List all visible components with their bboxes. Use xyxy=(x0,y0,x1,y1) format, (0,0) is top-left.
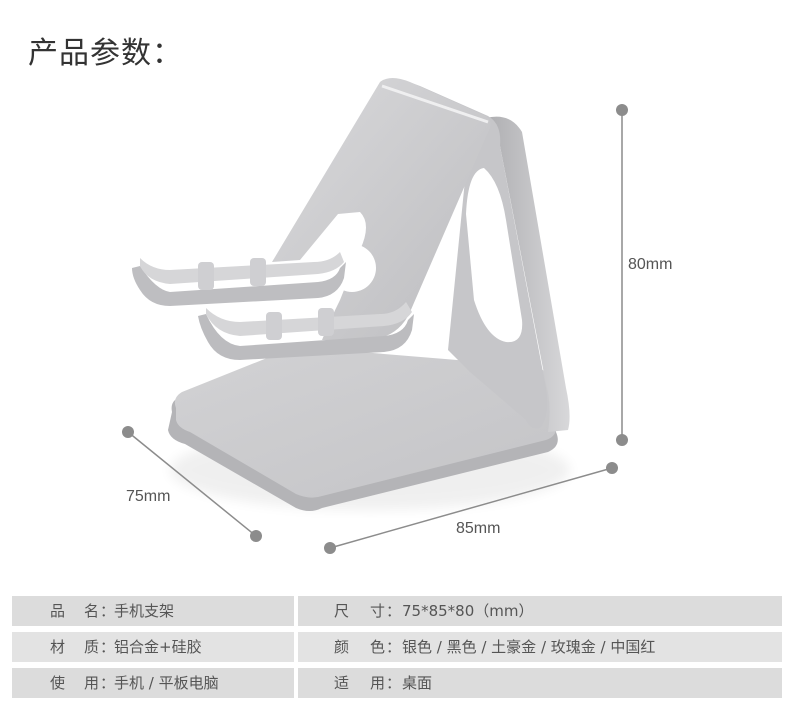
dimension-height-label: 80mm xyxy=(628,256,673,273)
spec-cell-size: 尺 寸 ： 75*85*80（mm） xyxy=(298,596,782,626)
dimension-depth-label: 75mm xyxy=(126,488,171,505)
dimension-depth xyxy=(122,426,262,542)
spec-value: 银色 / 黑色 / 土豪金 / 玫瑰金 / 中国红 xyxy=(402,638,656,656)
spec-row: 材 质 ： 铝合金+硅胶 颜 色 ： 银色 / 黑色 / 土豪金 / 玫瑰金 /… xyxy=(12,632,782,662)
spec-row: 使 用 ： 手机 / 平板电脑 适 用 ： 桌面 xyxy=(12,668,782,698)
spec-cell-color: 颜 色 ： 银色 / 黑色 / 土豪金 / 玫瑰金 / 中国红 xyxy=(298,632,782,662)
spec-value: 75*85*80（mm） xyxy=(402,602,534,620)
spec-value: 手机 / 平板电脑 xyxy=(114,674,219,692)
product-illustration xyxy=(122,78,628,554)
spec-value: 手机支架 xyxy=(114,602,175,620)
spec-value: 铝合金+硅胶 xyxy=(114,638,202,656)
dimension-width xyxy=(324,462,618,554)
spec-cell-applicable: 适 用 ： 桌面 xyxy=(298,668,782,698)
stand-lip-lower xyxy=(198,302,414,360)
spec-value: 桌面 xyxy=(402,674,433,692)
stand-base xyxy=(168,347,558,511)
dimension-height xyxy=(616,104,628,446)
spec-row: 品 名 ： 手机支架 尺 寸 ： 75*85*80（mm） xyxy=(12,596,782,626)
spec-table: 品 名 ： 手机支架 尺 寸 ： 75*85*80（mm） 材 质 ： 铝合金+… xyxy=(12,596,782,698)
dimension-width-label: 85mm xyxy=(456,520,501,537)
page-title: 产品参数： xyxy=(28,36,183,71)
spec-cell-usage: 使 用 ： 手机 / 平板电脑 xyxy=(12,668,294,698)
spec-cell-name: 品 名 ： 手机支架 xyxy=(12,596,294,626)
spec-cell-material: 材 质 ： 铝合金+硅胶 xyxy=(12,632,294,662)
stand-lip-upper xyxy=(132,252,346,306)
